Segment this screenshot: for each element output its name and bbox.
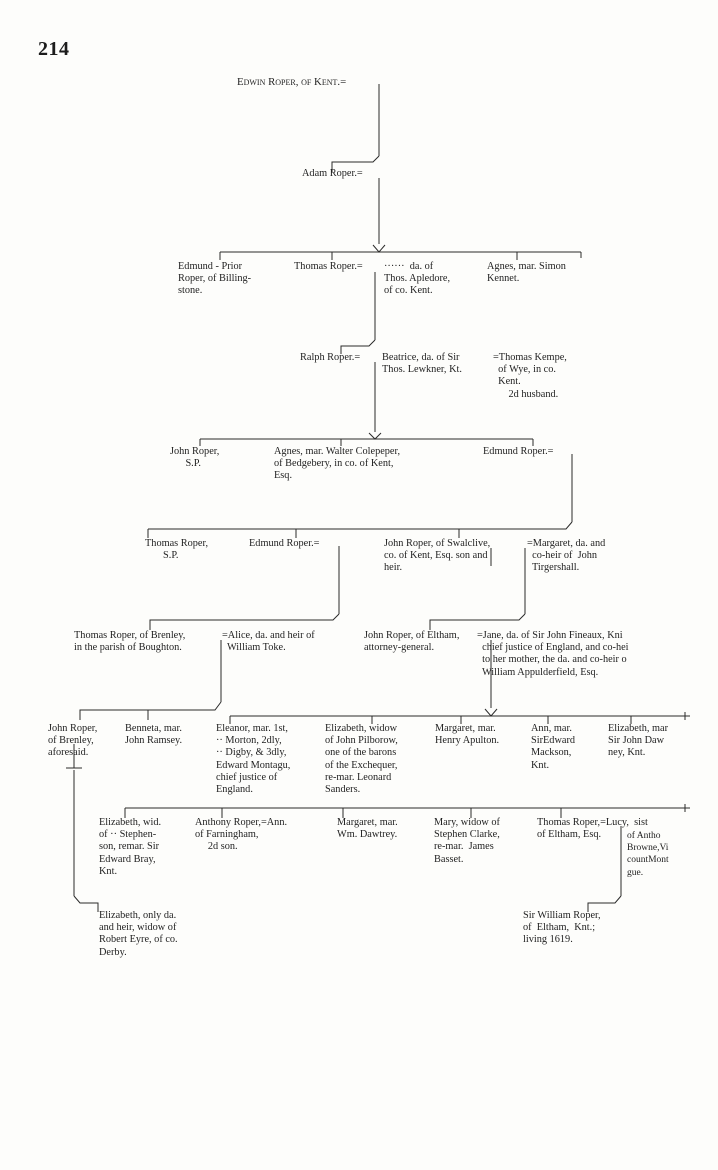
edwin-roper: Edwin Roper, of Kent.= [237,76,347,88]
thomas-roper-sp: Thomas Roper, S.P. [145,538,209,562]
john-roper-eltham: John Roper, of Eltham, attorney-general. [364,630,460,654]
margaret-tirgershall: =Margaret, da. and co-heir of John Tirge… [527,538,606,574]
margaret-dawtrey: Margaret, mar. Wm. Dawtrey. [337,817,398,841]
eleanor-montagu: Eleanor, mar. 1st, ·· Morton, 2dly, ·· D… [216,723,291,796]
anthony-roper: Anthony Roper,=Ann. of Farningham, 2d so… [195,817,288,853]
jane-fineaux: =Jane, da. of Sir John Fineaux, Kni chie… [477,630,629,678]
thomas-roper-wife: ······ da. of Thos. Apledore, of co. Ken… [384,261,451,297]
ann-mackson: Ann, mar. SirEdward Mackson, Knt. [531,723,576,771]
thomas-roper-brenley: Thomas Roper, of Brenley, in the parish … [74,630,186,654]
sir-william-roper: Sir William Roper, of Eltham, Knt.; livi… [523,910,601,946]
edmund-roper-gen5: Edmund Roper.= [483,446,554,457]
adam-roper: Adam Roper.= [302,168,363,179]
ralph-roper: Ralph Roper.= [300,352,361,363]
alice-toke: =Alice, da. and heir of William Toke. [222,630,315,654]
beatrice-lewkner: Beatrice, da. of Sir Thos. Lewkner, Kt. [382,352,462,376]
elizabeth-pilborow: Elizabeth, widow of John Pilborow, one o… [325,723,398,796]
edmund-roper-gen6: Edmund Roper.= [249,538,320,549]
lucy-browne-detail: of Antho Browne,Vi countMont gue. [627,831,669,878]
agnes-kennet: Agnes, mar. Simon Kennet. [487,261,566,285]
agnes-colepeper: Agnes, mar. Walter Colepeper, of Bedgebe… [274,446,401,482]
elizabeth-dawney: Elizabeth, mar Sir John Daw ney, Knt. [608,723,669,759]
john-roper-sp: John Roper, S.P. [170,446,220,470]
benneta-ramsey: Benneta, mar. John Ramsey. [125,723,183,747]
john-roper-of-brenley: John Roper, of Brenley, aforesaid. [48,723,98,759]
edmund-prior-roper: Edmund - Prior Roper, of Billing- stone. [178,261,252,297]
elizabeth-bray: Elizabeth, wid. of ·· Stephen- son, rema… [99,817,162,877]
thomas-kempe: =Thomas Kempe, of Wye, in co. Kent. 2d h… [493,352,567,400]
page-number: 214 [38,38,70,60]
margaret-apulton: Margaret, mar. Henry Apulton. [435,723,500,747]
john-roper-swalclive: John Roper, of Swalclive, co. of Kent, E… [384,538,491,574]
thomas-roper-gen3: Thomas Roper.= [294,261,363,272]
mary-basset: Mary, widow of Stephen Clarke, re-mar. J… [434,817,500,865]
thomas-roper-of-eltham: Thomas Roper,=Lucy, sist of Eltham, Esq. [537,817,648,841]
elizabeth-eyre: Elizabeth, only da. and heir, widow of R… [99,910,178,958]
